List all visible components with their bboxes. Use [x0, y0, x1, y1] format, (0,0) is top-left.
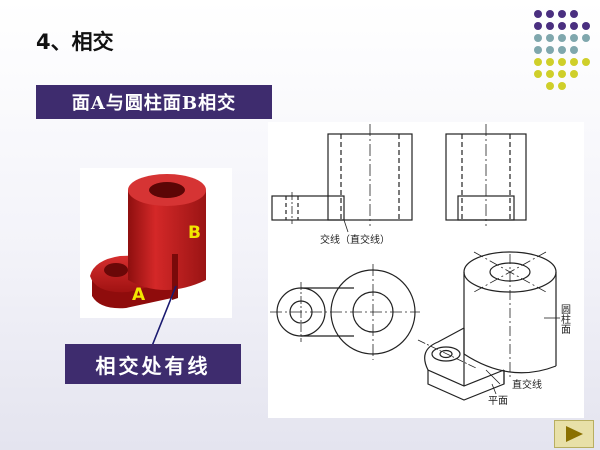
topic-banner: 面A与圆柱面B相交: [36, 85, 272, 119]
isometric-view: [417, 251, 560, 401]
label-cylinder-surface: 圆柱面: [559, 304, 571, 335]
label-b: B: [188, 223, 201, 243]
red-3d-model: B A: [90, 174, 206, 309]
slide-title: 4、相交: [36, 30, 114, 54]
decorative-dot-grid: [534, 10, 590, 90]
caption-banner: 相交处有线: [65, 344, 241, 384]
top-view: [270, 264, 420, 360]
next-slide-button[interactable]: [554, 420, 594, 448]
engineering-drawing: 交线（直交线）: [270, 124, 571, 407]
play-triangle-icon: [566, 426, 583, 442]
engineering-drawing-panel: 交线（直交线）: [268, 122, 584, 418]
label-a: A: [132, 285, 146, 305]
render-3d-panel: B A: [80, 168, 232, 318]
label-plane: 平面: [488, 396, 508, 407]
label-intersection-line: 交线（直交线）: [320, 233, 390, 246]
label-straight-intersection: 直交线: [512, 378, 542, 391]
side-view: [445, 124, 527, 226]
front-view: [271, 124, 413, 233]
